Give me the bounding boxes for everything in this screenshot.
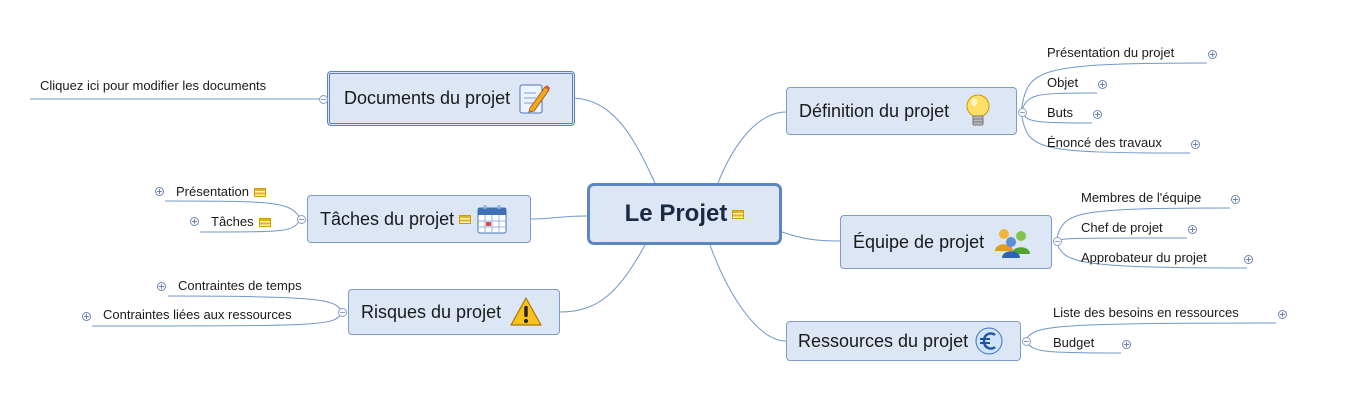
ressources-child-1[interactable]: Budget <box>1053 335 1095 350</box>
expand-besoins[interactable] <box>1278 310 1287 319</box>
topic-documents-label: Documents du projet <box>344 88 511 108</box>
expand-presentation[interactable] <box>155 187 164 196</box>
expand-contraintes-ressources[interactable] <box>82 312 91 321</box>
notes-icon <box>254 188 266 198</box>
collapse-equipe[interactable] <box>1053 237 1062 246</box>
expand-presentation-projet[interactable] <box>1208 50 1217 59</box>
documents-child-0[interactable]: Cliquez ici pour modifier les documents <box>40 78 267 93</box>
collapse-taches[interactable] <box>297 215 306 224</box>
topic-documents[interactable]: Documents du projet <box>327 71 575 126</box>
expand-budget[interactable] <box>1122 340 1131 349</box>
topic-equipe[interactable]: Équipe de projet <box>840 215 1052 269</box>
definition-child-2[interactable]: Buts <box>1047 105 1074 120</box>
expand-taches[interactable] <box>190 217 199 226</box>
collapse-documents[interactable] <box>319 95 328 104</box>
topic-ressources-label: Ressources du projet <box>798 330 969 351</box>
definition-child-0[interactable]: Présentation du projet <box>1047 45 1175 60</box>
taches-child-0[interactable]: Présentation <box>176 184 266 200</box>
expand-buts[interactable] <box>1093 110 1102 119</box>
topic-equipe-label: Équipe de projet <box>853 231 985 252</box>
collapse-definition[interactable] <box>1018 108 1027 117</box>
lightbulb-icon <box>966 94 990 126</box>
central-topic[interactable]: Le Projet <box>587 183 782 245</box>
collapse-risques[interactable] <box>338 308 347 317</box>
warning-icon <box>510 297 542 326</box>
expand-enonce[interactable] <box>1191 140 1200 149</box>
euro-icon <box>975 327 1003 355</box>
expand-chef[interactable] <box>1188 225 1197 234</box>
equipe-child-2[interactable]: Approbateur du projet <box>1081 250 1207 265</box>
ressources-child-0[interactable]: Liste des besoins en ressources <box>1053 305 1239 320</box>
expand-objet[interactable] <box>1098 80 1107 89</box>
taches-child-1[interactable]: Tâches <box>211 214 271 230</box>
notes-icon <box>459 214 472 224</box>
topic-taches-label: Tâches du projet <box>320 208 455 229</box>
topic-definition[interactable]: Définition du projet <box>786 87 1017 135</box>
equipe-child-0[interactable]: Membres de l'équipe <box>1081 190 1202 205</box>
definition-child-3[interactable]: Énoncé des travaux <box>1047 135 1162 150</box>
team-icon <box>995 229 1031 258</box>
risques-child-1[interactable]: Contraintes liées aux ressources <box>103 307 292 322</box>
topic-risques[interactable]: Risques du projet <box>348 289 560 335</box>
notes-icon <box>732 209 745 219</box>
topic-taches[interactable]: Tâches du projet <box>307 195 531 243</box>
expand-membres[interactable] <box>1231 195 1240 204</box>
expand-contraintes-temps[interactable] <box>157 282 166 291</box>
collapse-ressources[interactable] <box>1022 337 1031 346</box>
risques-child-0[interactable]: Contraintes de temps <box>178 278 302 293</box>
definition-child-1[interactable]: Objet <box>1047 75 1079 90</box>
equipe-child-1[interactable]: Chef de projet <box>1081 220 1163 235</box>
calendar-icon <box>477 205 507 234</box>
topic-risques-label: Risques du projet <box>361 301 502 322</box>
expand-approbateur[interactable] <box>1244 255 1253 264</box>
topic-ressources[interactable]: Ressources du projet <box>786 321 1021 361</box>
edit-document-icon <box>519 84 551 113</box>
notes-icon <box>258 218 271 228</box>
topic-definition-label: Définition du projet <box>799 100 950 121</box>
central-topic-label: Le Projet <box>624 200 728 227</box>
